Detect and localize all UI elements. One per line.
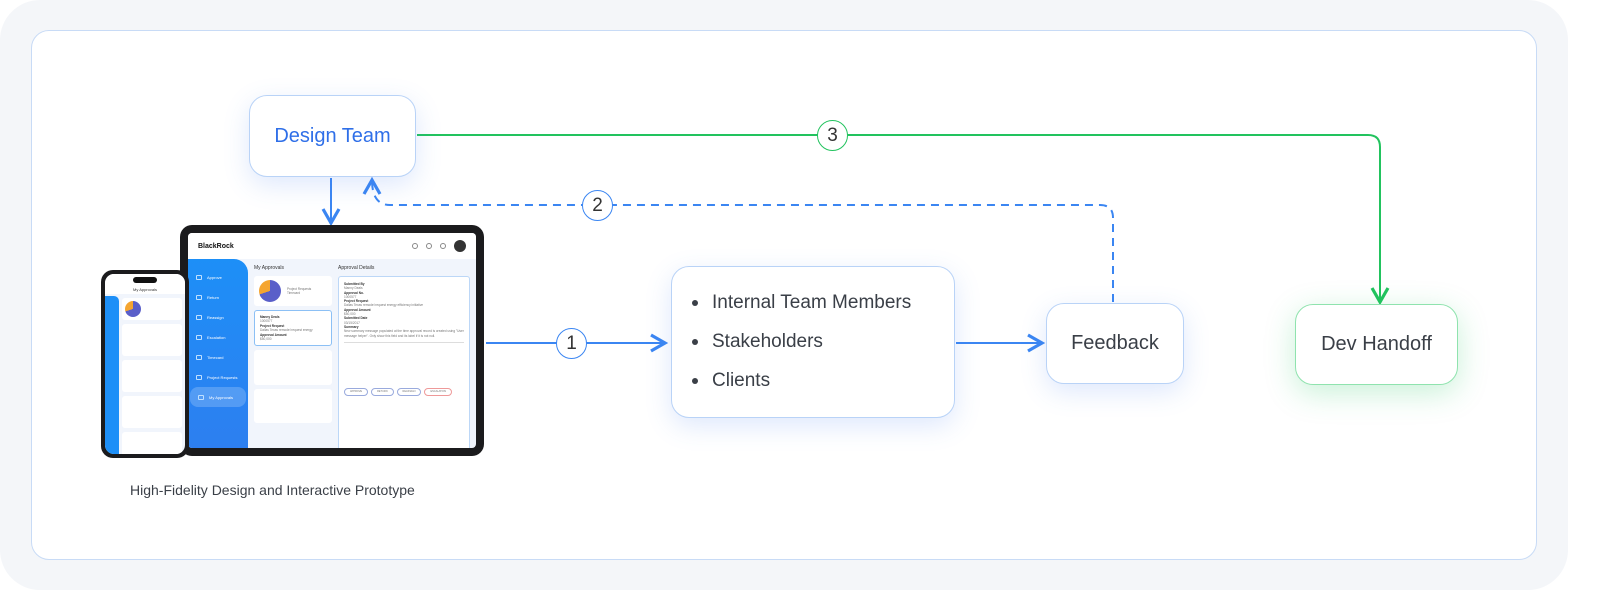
audience-item: Stakeholders <box>692 323 911 362</box>
sidebar-item: Timecard <box>188 347 248 367</box>
feedback-node: Feedback <box>1046 303 1184 384</box>
design-team-node: Design Team <box>249 95 416 177</box>
phone-mockup: My Approvals <box>101 270 189 458</box>
gear-icon <box>440 243 446 249</box>
prototype-caption: High-Fidelity Design and Interactive Pro… <box>130 482 415 498</box>
approval-card <box>122 360 182 392</box>
sidebar-item: Approve <box>188 267 248 287</box>
bell-icon <box>426 243 432 249</box>
approval-card <box>254 388 332 424</box>
feedback-label: Feedback <box>1071 332 1159 354</box>
step-3-badge: 3 <box>817 120 848 151</box>
step-2-badge: 2 <box>582 190 613 221</box>
approval-card <box>122 324 182 356</box>
mockup-sidebar: Approve Return Reassign Escalation Timec… <box>188 259 248 448</box>
audience-item: Internal Team Members <box>692 284 911 323</box>
audience-item: Clients <box>692 362 911 401</box>
arrow-design-to-dev-handoff <box>417 134 1390 306</box>
approval-card <box>122 432 182 454</box>
tablet-mockup: BlackRock Approve Return Reassign Escala… <box>180 225 484 456</box>
phone-sidebar <box>105 296 119 454</box>
sidebar-item: Reassign <box>188 307 248 327</box>
chart-card <box>122 298 182 320</box>
arrow-feedback-to-design-dashed <box>362 176 1114 302</box>
design-team-label: Design Team <box>274 124 391 147</box>
sidebar-item: Return <box>188 287 248 307</box>
sidebar-item: Escalation <box>188 327 248 347</box>
details-title: Approval Details <box>338 265 375 271</box>
pie-chart <box>259 280 281 302</box>
avatar <box>454 240 466 252</box>
audience-node: Internal Team Members Stakeholders Clien… <box>671 266 955 418</box>
search-icon <box>412 243 418 249</box>
list-title: My Approvals <box>254 265 285 271</box>
dev-handoff-node: Dev Handoff <box>1295 304 1458 385</box>
step-1-badge: 1 <box>556 328 587 359</box>
approval-card <box>254 350 332 385</box>
brand-logo: BlackRock <box>198 242 234 250</box>
approval-card <box>122 396 182 428</box>
sidebar-item-active: My Approvals <box>190 387 246 407</box>
sidebar-item: Project Requests <box>188 367 248 387</box>
dev-handoff-label: Dev Handoff <box>1321 333 1432 355</box>
phone-title: My Approvals <box>132 287 157 292</box>
